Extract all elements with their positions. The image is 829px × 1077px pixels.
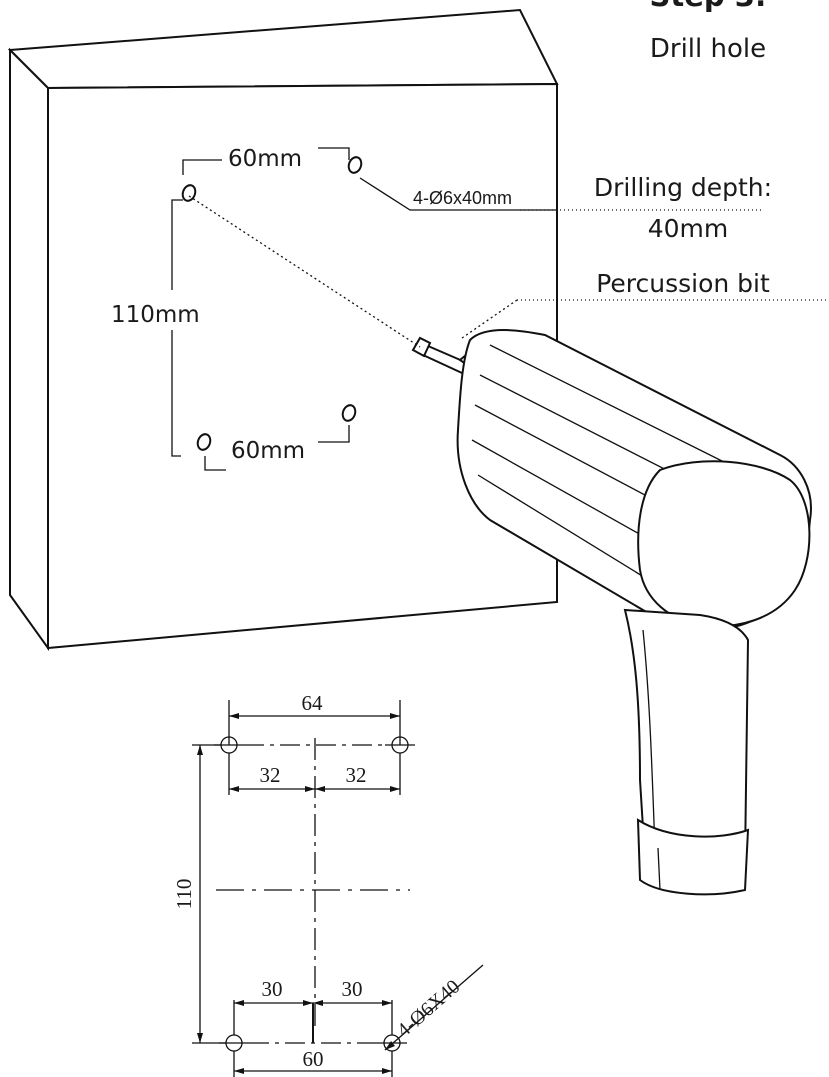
wall-panel: [7, 8, 559, 652]
drill-illustration: [411, 329, 812, 896]
dim-half-top-left: 32: [260, 763, 281, 787]
dim-half-bottom-left: 30: [262, 977, 283, 1001]
dim-half-bottom-right: 30: [342, 977, 363, 1001]
dim-overall-bottom: 60: [303, 1047, 324, 1071]
step-title: Step 3:: [649, 0, 766, 13]
dim-half-top-right: 32: [346, 763, 367, 787]
dim-overall-top: 64: [302, 691, 324, 715]
dim-vertical: 110: [172, 879, 196, 910]
percussion-bit-label: Percussion bit: [596, 269, 770, 298]
hole-spec-label: 4-Ø6x40mm: [413, 188, 512, 208]
drilling-depth-value: 40mm: [648, 214, 729, 243]
hole-note-drawing: 4-Ø6X40: [393, 976, 464, 1042]
step-subtitle: Drill hole: [650, 34, 766, 64]
wall-hole-top-right: [347, 156, 363, 174]
wall-hole-bottom-left: [196, 433, 212, 451]
drilling-depth-label: Drilling depth:: [594, 173, 772, 202]
wall-spacing-bottom: 60mm: [231, 438, 305, 464]
technical-drawing: [192, 700, 484, 1077]
wall-spacing-vertical: 110mm: [111, 302, 200, 328]
wall-hole-bottom-right: [341, 404, 357, 422]
wall-spacing-top: 60mm: [228, 146, 302, 172]
wall-hole-top-left: [181, 184, 197, 202]
